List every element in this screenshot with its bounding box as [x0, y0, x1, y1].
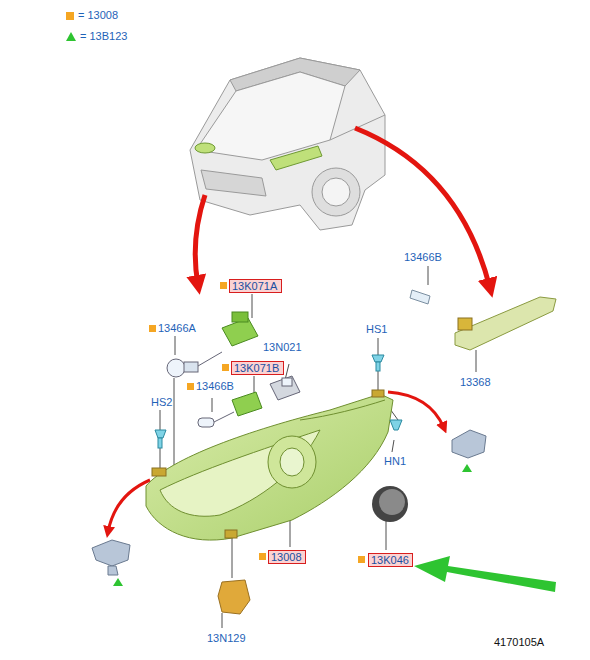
highlighted-part-number: 13008 [268, 550, 306, 564]
legend-text: = 13008 [78, 9, 118, 22]
callout-number: 13466B [196, 380, 234, 393]
callout-number: HN1 [384, 455, 406, 468]
label-text: HS2 [151, 396, 172, 408]
callout-number: 13N129 [207, 632, 246, 645]
label-text: 13N021 [263, 341, 302, 353]
legend-text: = 13B123 [80, 30, 127, 43]
label-text: 13466B [196, 380, 234, 392]
legend-triangle [66, 32, 76, 41]
label-text: 13368 [460, 376, 491, 388]
service-part-markers [149, 282, 365, 563]
highlighted-part-number: 13K071A [229, 279, 282, 293]
label-text: 13466A [158, 322, 196, 334]
callout-number: 13368 [460, 376, 491, 389]
label-text: HN1 [384, 455, 406, 467]
part-number: 13K071B [234, 362, 279, 374]
side-marker-lamp [410, 290, 556, 350]
part-number: 13K046 [371, 554, 409, 566]
red-arrows [108, 128, 490, 532]
highlighted-part-number: 13K071B [231, 361, 284, 375]
brackets [92, 430, 486, 614]
headlamp-assembly [146, 390, 393, 540]
figure-number: 4170105A [494, 636, 544, 649]
legend-entry: = 13008 [66, 9, 118, 22]
green-pointer-arrow [414, 556, 556, 592]
legend-swatch [66, 12, 74, 20]
bulbs-and-sockets [155, 312, 402, 448]
car-illustration [190, 58, 385, 230]
callout-number: 13466B [404, 251, 442, 264]
part-number: 13008 [271, 551, 302, 563]
callout-number: HS1 [366, 323, 387, 336]
callout-number: 13N021 [263, 341, 302, 354]
label-text: 4170105A [494, 636, 544, 648]
highlighted-part-number: 13K046 [368, 553, 413, 567]
label-text: 13N129 [207, 632, 246, 644]
callout-number: HS2 [151, 396, 172, 409]
part-number: 13K071A [232, 280, 277, 292]
legend-entry: = 13B123 [66, 30, 127, 43]
label-text: HS1 [366, 323, 387, 335]
label-text: 13466B [404, 251, 442, 263]
callout-number: 13466A [158, 322, 196, 335]
rear-cover-cap [372, 486, 408, 522]
